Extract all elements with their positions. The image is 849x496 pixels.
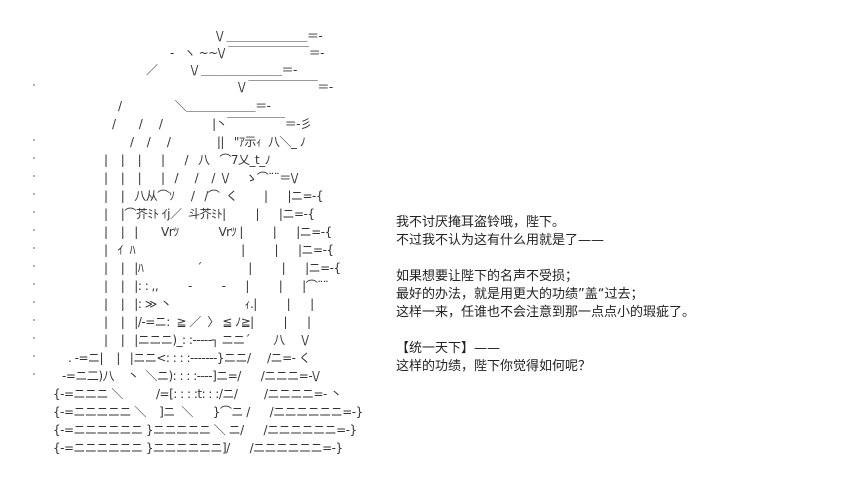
ascii-art-line: {-=ニニニニニニ }ニニニニニ ＼ ニ/ /ニニニニニニ=-} — [53, 423, 357, 437]
ascii-art-line: | | | | / / / \/ ゝ⌒¨¨＝\/ — [104, 171, 298, 185]
ascii-art-line: / ＼＿＿＿＿＿＿＝- — [118, 99, 271, 113]
ascii-art-line: - ヽ ~~\/ ￣￣￣￣￣￣￣＝- — [170, 46, 324, 60]
ascii-art-line: -=ニ二)八 丶 ＼ニ): : : :‐‐‐‐]ニ=/ /ニニニ=-\/ — [62, 369, 320, 383]
ascii-art-line: {-=ニニニニニニ }ニニニニニニ]/ /ニニニニニニ=-} — [53, 441, 343, 455]
paragraph-spacer — [396, 250, 695, 268]
paragraph-spacer — [396, 322, 695, 340]
ascii-art-line: {-=ニニニ ＼ /=[: : : :t: : :/ニ/ /ニニニニ=- 丶 — [53, 387, 342, 401]
ascii-art-line: ／ \/ ＿＿＿＿＿＿＿＝- — [146, 63, 297, 77]
margin-dot — [33, 193, 35, 195]
ascii-art-line: | | 八从⌒ｿ / /⌒ く | |ニ=-{ — [104, 189, 324, 203]
ascii-art-line: | | |ﾊ ´ | | |ニ=-{ — [104, 261, 341, 275]
ascii-art-line: | | |: ≫ 丶 ｨ.| | | — [104, 297, 314, 311]
ascii-art-line: / / / |丶￣￣￣￣￣＝-彡 — [112, 117, 312, 131]
ascii-art-line: \/ ￣￣￣￣￣￣＝- — [238, 80, 333, 94]
ascii-art-line: | | | Vrﾂ Vrﾂ | | |ニ=-{ — [104, 225, 332, 239]
ascii-art-line: | | |ニニニ)_: :‐‐‐‐‐┐ ニニ´ 八 \/ — [104, 333, 309, 347]
margin-dot — [33, 229, 35, 231]
dialog-line: 【统一天下】—— — [396, 341, 501, 356]
dialog-line: 不过我不认为这有什么用就是了—— — [396, 233, 605, 248]
margin-dot — [33, 157, 35, 159]
margin-dot — [33, 211, 35, 213]
ascii-art-line: | | |: : ,, ‐ ‐ | | |⌒¨¨ — [104, 279, 329, 293]
dialog-line: 如果想要让陛下的名声不受损； — [396, 269, 579, 284]
margin-dot — [33, 247, 35, 249]
dialog-text: 我不讨厌掩耳盗铃哦，陛下。 不过我不认为这有什么用就是了—— 如果想要让陛下的名… — [396, 214, 695, 376]
margin-dot — [33, 355, 35, 357]
ascii-art-line: | | | | / 八 ⌒7乂_t_ﾉ — [104, 153, 271, 167]
margin-dot — [33, 139, 35, 141]
dialog-paragraph-3: 【统一天下】—— 这样的功绩，陛下你觉得如何呢？ — [396, 340, 695, 376]
dialog-line: 这样的功绩，陛下你觉得如何呢？ — [396, 359, 592, 374]
margin-dot — [33, 84, 35, 86]
margin-dot — [33, 337, 35, 339]
margin-dot — [33, 175, 35, 177]
dialog-line: 这样一来，任谁也不会注意到那一点点小的瑕疵了。 — [396, 305, 696, 320]
margin-dot — [33, 373, 35, 375]
dialog-line: 我不讨厌掩耳盗铃哦，陛下。 — [396, 215, 566, 230]
ascii-art-line: | | |/‐=ニ: ≧ ／ 〉 ≦ ﾉ≧| | | — [104, 315, 311, 329]
ascii-art-line: | ｲ ﾊ | | |ニ=-{ — [104, 243, 334, 257]
dialog-line: 最好的办法，就是用更大的功绩”盖“过去； — [396, 287, 644, 302]
margin-dot — [33, 265, 35, 267]
margin-dot — [33, 319, 35, 321]
ascii-art-line: {-=ニニニニニ ＼ ]ニ ＼ }⌒ニ / /ニニニニニニ=-} — [53, 405, 363, 419]
ascii-art-line: | |⌒芥ﾐﾄ ｲj／ 斗芥ﾐﾄ| | |ニ=-{ — [104, 207, 315, 221]
ascii-art-line: \/ ＿＿＿＿＿＿＿＝- — [216, 29, 323, 43]
margin-dot — [33, 301, 35, 303]
margin-dot — [33, 283, 35, 285]
dialog-paragraph-2: 如果想要让陛下的名声不受损； 最好的办法，就是用更大的功绩”盖“过去； 这样一来… — [396, 268, 695, 322]
dialog-paragraph-1: 我不讨厌掩耳盗铃哦，陛下。 不过我不认为这有什么用就是了—— — [396, 214, 695, 250]
ascii-art-line: / / / || "ｱ示ｨ 八＼_ ﾉ — [130, 135, 306, 149]
ascii-art-line: . -=ニ| | |ニニ<: : : :‐‐‐‐‐‐‐}ニニ/ /ニ=- く — [68, 351, 311, 365]
